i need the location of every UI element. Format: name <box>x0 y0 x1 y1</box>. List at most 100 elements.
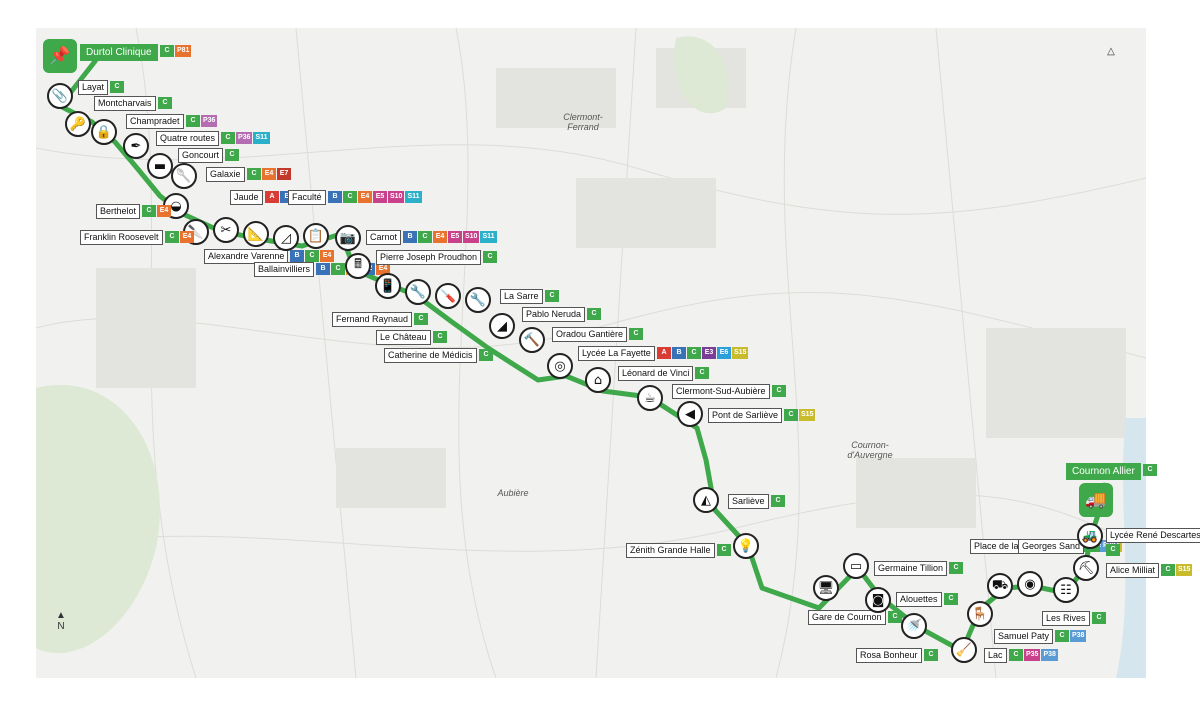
line-badge[interactable]: E4 <box>433 231 447 243</box>
line-badge[interactable]: E3 <box>702 347 716 359</box>
binoculars-icon[interactable]: ◎ <box>547 353 573 379</box>
line-badge[interactable]: P36 <box>236 132 253 144</box>
line-badge[interactable]: C <box>629 328 643 340</box>
pushpin-icon[interactable]: 📌 <box>43 39 77 73</box>
notepad-icon[interactable]: 📋 <box>303 223 329 249</box>
line-badge[interactable]: C <box>1143 464 1157 476</box>
watering-can-icon[interactable]: 🚿 <box>901 613 927 639</box>
line-badge[interactable]: C <box>343 191 357 203</box>
paperclip-icon[interactable]: 📎 <box>47 83 73 109</box>
camera-icon[interactable]: 📷 <box>335 225 361 251</box>
line-badge[interactable]: C <box>687 347 701 359</box>
calculator-icon[interactable]: 🖩 <box>345 253 371 279</box>
smartphone-icon[interactable]: 📱 <box>375 273 401 299</box>
cement-mixer-icon[interactable]: ◉ <box>1017 571 1043 597</box>
chair-icon[interactable]: 🪑 <box>967 601 993 627</box>
line-badge[interactable]: E5 <box>373 191 387 203</box>
line-badge[interactable]: C <box>225 149 239 161</box>
line-badge[interactable]: C <box>110 81 124 93</box>
line-badge[interactable]: C <box>414 313 428 325</box>
line-badge[interactable]: E4 <box>180 231 194 243</box>
line-badge[interactable]: E6 <box>717 347 731 359</box>
line-badge[interactable]: C <box>784 409 798 421</box>
wheelbarrow-icon[interactable]: ⛟ <box>987 573 1013 599</box>
stapler-icon[interactable]: ▬ <box>147 153 173 179</box>
tractor-icon[interactable]: 🚜 <box>1077 523 1103 549</box>
compass-icon[interactable]: 📐 <box>243 221 269 247</box>
screwdriver-icon[interactable]: 🪛 <box>435 283 461 309</box>
computer-icon[interactable]: 🖥 <box>813 575 839 601</box>
line-badge[interactable]: C <box>944 593 958 605</box>
line-badge[interactable]: S11 <box>480 231 497 243</box>
line-badge[interactable]: E5 <box>448 231 462 243</box>
hanger-icon[interactable]: ⌂ <box>585 367 611 393</box>
line-badge[interactable]: C <box>1092 612 1106 624</box>
line-badge[interactable]: S10 <box>388 191 405 203</box>
line-badge[interactable]: P81 <box>175 45 192 57</box>
line-badge[interactable]: C <box>305 250 319 262</box>
line-badge[interactable]: S15 <box>732 347 749 359</box>
line-badge[interactable]: C <box>888 611 902 623</box>
line-badge[interactable]: C <box>1161 564 1175 576</box>
line-badge[interactable]: C <box>772 385 786 397</box>
line-badge[interactable]: C <box>924 649 938 661</box>
toaster-icon[interactable]: ▭ <box>843 553 869 579</box>
line-badge[interactable]: E4 <box>320 250 334 262</box>
knife-icon[interactable]: 🔪 <box>183 219 209 245</box>
bucket-icon[interactable]: ◙ <box>865 587 891 613</box>
line-badge[interactable]: A <box>265 191 279 203</box>
line-badge[interactable]: E4 <box>376 263 390 275</box>
line-badge[interactable]: P38 <box>1070 630 1087 642</box>
line-badge[interactable]: S11 <box>253 132 270 144</box>
line-badge[interactable]: A <box>657 347 671 359</box>
line-badge[interactable]: P35 <box>1024 649 1041 661</box>
line-badge[interactable]: C <box>949 562 963 574</box>
broom-icon[interactable]: 🧹 <box>951 637 977 663</box>
desk-lamp-icon[interactable]: 💡 <box>733 533 759 559</box>
line-badge[interactable]: S15 <box>1176 564 1193 576</box>
line-badge[interactable]: C <box>418 231 432 243</box>
line-badge[interactable]: C <box>331 263 345 275</box>
pliers-icon[interactable]: 🔧 <box>405 279 431 305</box>
line-badge[interactable]: C <box>717 544 731 556</box>
line-badge[interactable]: C <box>160 45 174 57</box>
key-icon[interactable]: 🔑 <box>65 111 91 137</box>
line-badge[interactable]: C <box>483 251 497 263</box>
trowel-icon[interactable]: ◢ <box>489 313 515 339</box>
line-badge[interactable]: C <box>771 495 785 507</box>
line-badge[interactable]: E4 <box>157 205 171 217</box>
line-badge[interactable]: B <box>290 250 304 262</box>
wrench-icon[interactable]: 🔧 <box>465 287 491 313</box>
line-badge[interactable]: S11 <box>405 191 422 203</box>
hair-dryer-icon[interactable]: ◀ <box>677 401 703 427</box>
line-badge[interactable]: P36 <box>201 115 218 127</box>
line-badge[interactable]: E4 <box>358 191 372 203</box>
line-badge[interactable]: S10 <box>463 231 480 243</box>
line-badge[interactable]: C <box>433 331 447 343</box>
pen-icon[interactable]: ✒ <box>123 133 149 159</box>
line-badge[interactable]: C <box>587 308 601 320</box>
line-badge[interactable]: E4 <box>262 168 276 180</box>
hammer-icon[interactable]: 🔨 <box>519 327 545 353</box>
line-badge[interactable]: C <box>1106 544 1120 556</box>
iron-icon[interactable]: ◭ <box>693 487 719 513</box>
line-badge[interactable]: C <box>1055 630 1069 642</box>
line-badge[interactable]: C <box>221 132 235 144</box>
line-badge[interactable]: E7 <box>277 168 291 180</box>
set-square-icon[interactable]: ◿ <box>273 225 299 251</box>
line-badge[interactable]: C <box>142 205 156 217</box>
line-badge[interactable]: C <box>247 168 261 180</box>
line-badge[interactable]: C <box>479 349 493 361</box>
line-badge[interactable]: C <box>165 231 179 243</box>
line-badge[interactable]: C <box>186 115 200 127</box>
line-badge[interactable]: B <box>316 263 330 275</box>
line-badge[interactable]: B <box>672 347 686 359</box>
line-badge[interactable]: S15 <box>799 409 816 421</box>
scissors-icon[interactable]: ✂ <box>213 217 239 243</box>
kettle-icon[interactable]: ☕ <box>637 385 663 411</box>
spoon-icon[interactable]: 🥄 <box>171 163 197 189</box>
ladder-icon[interactable]: ☷ <box>1053 577 1079 603</box>
line-badge[interactable]: P38 <box>1041 649 1058 661</box>
line-badge[interactable]: B <box>328 191 342 203</box>
